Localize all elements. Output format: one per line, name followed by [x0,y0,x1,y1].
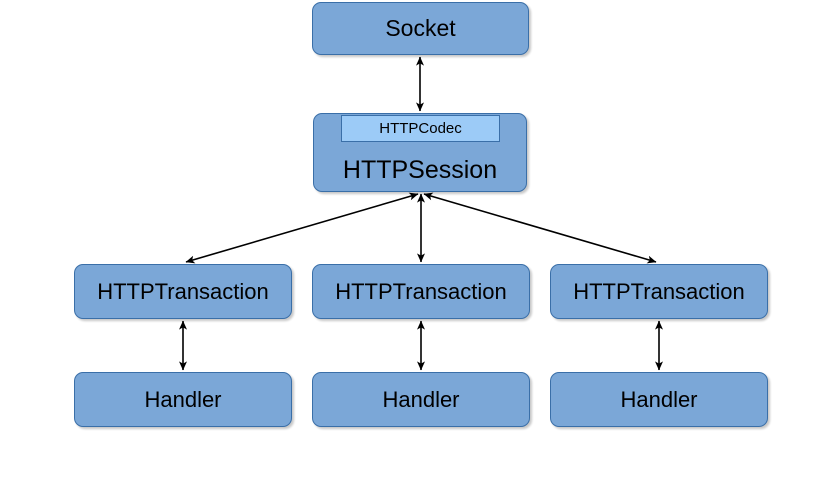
node-httpsession-label: HTTPSession [342,156,498,184]
node-handler-2-label: Handler [620,386,698,412]
node-httpcodec-label: HTTPCodec [379,120,462,137]
node-httptransaction-0-label: HTTPTransaction [97,278,269,304]
node-httptransaction-1-label: HTTPTransaction [335,278,507,304]
node-handler-0[interactable]: Handler [74,372,292,427]
node-handler-1-label: Handler [382,386,460,412]
node-httptransaction-1[interactable]: HTTPTransaction [312,264,530,319]
edge-httpsession-transaction-0 [185,192,419,264]
node-httpsession[interactable]: HTTPSession [313,113,527,192]
edge-httpsession-transaction-2 [423,192,657,264]
node-socket-label: Socket [385,15,456,41]
node-httpcodec[interactable]: HTTPCodec [341,115,500,142]
node-socket[interactable]: Socket [312,2,529,55]
node-handler-0-label: Handler [144,386,222,412]
node-handler-2[interactable]: Handler [550,372,768,427]
node-httptransaction-2-label: HTTPTransaction [573,278,745,304]
node-httptransaction-0[interactable]: HTTPTransaction [74,264,292,319]
node-httptransaction-2[interactable]: HTTPTransaction [550,264,768,319]
node-handler-1[interactable]: Handler [312,372,530,427]
